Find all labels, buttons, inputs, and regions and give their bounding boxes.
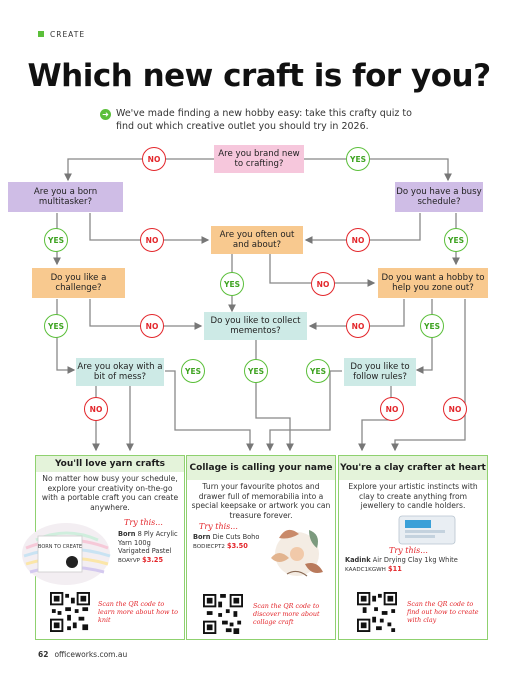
no-badge: NO	[140, 228, 164, 252]
no-badge: NO	[311, 272, 335, 296]
scan-qr-note: Scan the QR code to find out how to crea…	[407, 600, 479, 624]
yes-badge: YES	[181, 359, 205, 383]
intro-text: ➜ We've made finding a new hobby easy: ta…	[100, 108, 416, 133]
product-info: Kadink Air Drying Clay 1kg White KAADC1K…	[345, 556, 485, 574]
no-badge: NO	[380, 397, 404, 421]
qr-code-icon[interactable]	[357, 592, 397, 632]
product-name: Air Drying Clay 1kg White	[372, 556, 458, 564]
question-mess-text: Are you okay with a bit of mess?	[77, 361, 163, 383]
question-busy-schedule: Do you have a busy schedule?	[395, 182, 483, 212]
product-info: Born 8 Ply Acrylic Yarn 100g Varigated P…	[118, 530, 184, 565]
section-square-icon	[38, 31, 44, 37]
question-mementos: Do you like to collect mementos?	[204, 312, 307, 340]
product-sku: BODIECPT2	[193, 543, 225, 550]
try-this-label: Try this...	[199, 522, 238, 531]
product-name: Die Cuts Boho	[212, 533, 260, 541]
yes-badge: YES	[346, 147, 370, 171]
product-brand: Kadink	[345, 556, 371, 564]
no-badge: NO	[346, 228, 370, 252]
product-price: $3.50	[227, 541, 248, 550]
intro-paragraph: We've made finding a new hobby easy: tak…	[116, 108, 412, 132]
yes-badge: YES	[306, 359, 330, 383]
page-title: Which new craft is for you?	[27, 58, 491, 94]
product-brand: Born	[118, 530, 136, 538]
question-multitasker: Are you a born multitasker?	[8, 182, 123, 212]
question-brand-new: Are you brand new to crafting?	[214, 145, 304, 173]
product-brand: Born	[193, 533, 211, 541]
result-card-clay: You're a clay crafter at heart Explore y…	[338, 455, 488, 640]
product-price: $3.25	[142, 555, 164, 564]
clay-pack-image	[398, 515, 456, 545]
result-card-yarn: You'll love yarn crafts No matter how bu…	[22, 455, 185, 640]
section-label: CREATE	[38, 30, 85, 39]
site-link[interactable]: officeworks.com.au	[54, 650, 128, 659]
page-number: 62	[38, 650, 49, 659]
card-body: Turn your favourite photos and drawer fu…	[191, 482, 331, 520]
yes-badge: YES	[44, 314, 68, 338]
scan-qr-note: Scan the QR code to learn more about how…	[98, 600, 178, 624]
card-heading: You'll love yarn crafts	[36, 456, 184, 472]
card-body: Explore your artistic instincts with cla…	[348, 482, 478, 511]
question-out-about-text: Are you often out and about?	[219, 229, 295, 251]
page-footer: 62 officeworks.com.au	[38, 650, 127, 659]
try-this-label: Try this...	[124, 518, 163, 527]
question-brand-new-text: Are you brand new to crafting?	[218, 148, 300, 170]
product-name: 8 Ply Acrylic Yarn 100g Varigated Pastel	[118, 530, 178, 555]
scan-qr-note: Scan the QR code to discover more about …	[253, 602, 320, 626]
question-mementos-text: Do you like to collect mementos?	[210, 315, 301, 337]
product-sku: KAADC1KGWH	[345, 566, 386, 573]
no-badge: NO	[140, 314, 164, 338]
yarn-ball-image: BORN TO CREATE	[22, 523, 111, 585]
yes-badge: YES	[44, 228, 68, 252]
arrow-right-icon: ➜	[100, 109, 111, 120]
card-heading: Collage is calling your name	[187, 456, 335, 480]
card-heading: You're a clay crafter at heart	[339, 456, 487, 480]
card-body: No matter how busy your schedule, explor…	[41, 474, 179, 512]
question-challenge: Do you like a challenge?	[32, 268, 125, 298]
yes-badge: YES	[244, 359, 268, 383]
result-card-collage: Collage is calling your name Turn your f…	[186, 455, 336, 640]
question-out-and-about: Are you often out and about?	[211, 226, 303, 254]
yes-badge: YES	[220, 272, 244, 296]
question-zone-out-text: Do you want a hobby to help you zone out…	[381, 272, 485, 294]
no-badge: NO	[443, 397, 467, 421]
yes-badge: YES	[420, 314, 444, 338]
no-badge: NO	[142, 147, 166, 171]
yarn-label-text: BORN TO CREATE	[38, 544, 82, 550]
yes-badge: YES	[444, 228, 468, 252]
product-price: $11	[388, 564, 402, 573]
question-rules-text: Do you like to follow rules?	[350, 361, 410, 383]
no-badge: NO	[84, 397, 108, 421]
qr-code-icon[interactable]	[50, 592, 90, 632]
try-this-label: Try this...	[389, 546, 428, 555]
product-info: Born Die Cuts Boho BODIECPT2 $3.50	[193, 533, 263, 551]
question-challenge-text: Do you like a challenge?	[50, 272, 107, 294]
question-multitasker-text: Are you a born multitasker?	[33, 186, 98, 208]
question-follow-rules: Do you like to follow rules?	[344, 358, 416, 386]
section-label-text: CREATE	[50, 30, 86, 39]
question-busy-text: Do you have a busy schedule?	[396, 186, 482, 208]
qr-code-icon[interactable]	[203, 594, 243, 634]
question-mess: Are you okay with a bit of mess?	[76, 358, 164, 386]
die-cuts-image	[271, 529, 323, 577]
question-zone-out: Do you want a hobby to help you zone out…	[378, 268, 488, 298]
no-badge: NO	[346, 314, 370, 338]
product-sku: BOAYVP	[118, 557, 141, 564]
